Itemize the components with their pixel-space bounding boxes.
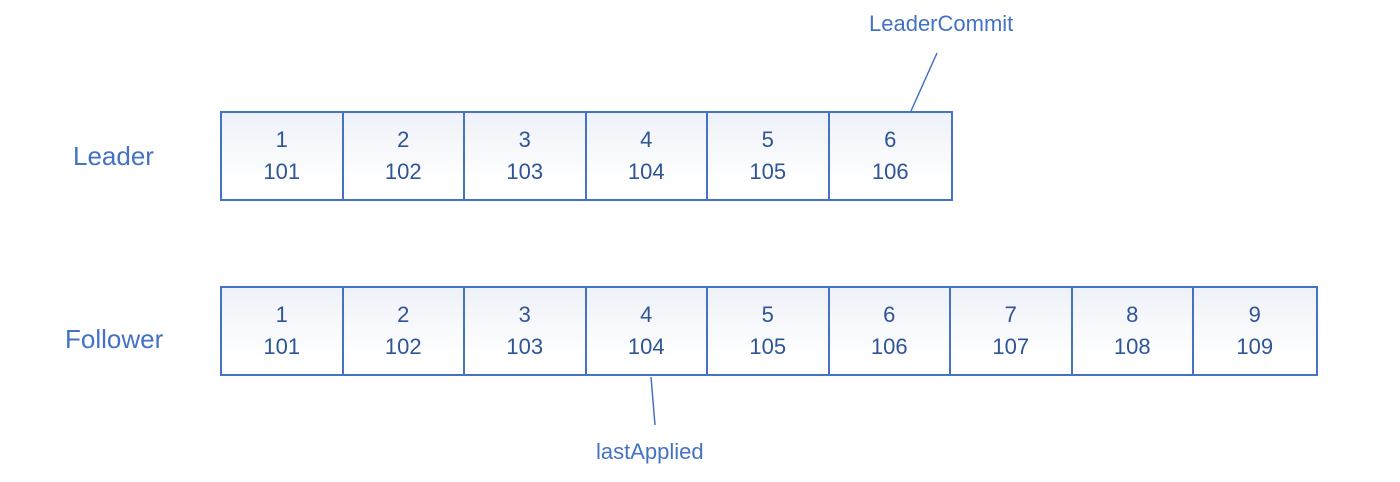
leader-log-entry: 4 104: [586, 113, 708, 199]
follower-log-entry: 1 101: [222, 288, 344, 374]
entry-term: 108: [1113, 334, 1151, 359]
follower-log: 1 101 2 102 3 103 4 104 5 105 6 106 7 10…: [220, 286, 1318, 376]
entry-term: 105: [749, 159, 787, 184]
entry-index: 7: [1004, 302, 1017, 327]
leader-log: 1 101 2 102 3 103 4 104 5 105 6 106: [220, 111, 953, 201]
leader-log-entry: 1 101: [222, 113, 344, 199]
leader-log-entry: 3 103: [465, 113, 587, 199]
entry-index: 8: [1126, 302, 1139, 327]
entry-term: 106: [870, 334, 908, 359]
entry-index: 1: [275, 127, 288, 152]
leader-commit-pointer-line: [910, 52, 938, 112]
follower-log-entry: 3 103: [465, 288, 587, 374]
entry-term: 106: [871, 159, 909, 184]
entry-index: 2: [397, 302, 410, 327]
leader-commit-annotation: LeaderCommit: [869, 11, 1014, 36]
entry-index: 6: [884, 127, 897, 152]
follower-log-entry: 9 109: [1194, 288, 1316, 374]
leader-log-entry: 6 106: [829, 113, 951, 199]
entry-term: 107: [992, 334, 1030, 359]
leader-log-entry: 5 105: [708, 113, 830, 199]
entry-term: 104: [627, 334, 665, 359]
follower-log-entry: 2 102: [343, 288, 465, 374]
leader-row-label: Leader: [73, 141, 154, 171]
entry-index: 6: [883, 302, 896, 327]
follower-row-label: Follower: [65, 324, 164, 354]
entry-term: 101: [263, 159, 301, 184]
entry-term: 103: [506, 159, 544, 184]
follower-log-entry: 4 104: [586, 288, 708, 374]
entry-index: 4: [640, 127, 653, 152]
last-applied-pointer-line: [650, 376, 656, 426]
entry-index: 2: [397, 127, 410, 152]
entry-term: 104: [627, 159, 665, 184]
entry-term: 109: [1236, 334, 1274, 359]
entry-index: 3: [518, 302, 531, 327]
entry-term: 101: [263, 334, 301, 359]
leader-log-entry: 2 102: [343, 113, 465, 199]
entry-index: 9: [1248, 302, 1261, 327]
entry-index: 3: [518, 127, 531, 152]
entry-index: 5: [761, 302, 774, 327]
entry-term: 105: [749, 334, 787, 359]
follower-log-entry: 8 108: [1072, 288, 1194, 374]
entry-index: 1: [275, 302, 288, 327]
entry-index: 4: [640, 302, 653, 327]
entry-term: 103: [506, 334, 544, 359]
follower-log-entry: 7 107: [951, 288, 1073, 374]
entry-term: 102: [384, 334, 422, 359]
last-applied-annotation: lastApplied: [596, 439, 704, 464]
follower-log-entry: 5 105: [708, 288, 830, 374]
entry-index: 5: [761, 127, 774, 152]
entry-term: 102: [384, 159, 422, 184]
follower-log-entry: 6 106: [829, 288, 951, 374]
